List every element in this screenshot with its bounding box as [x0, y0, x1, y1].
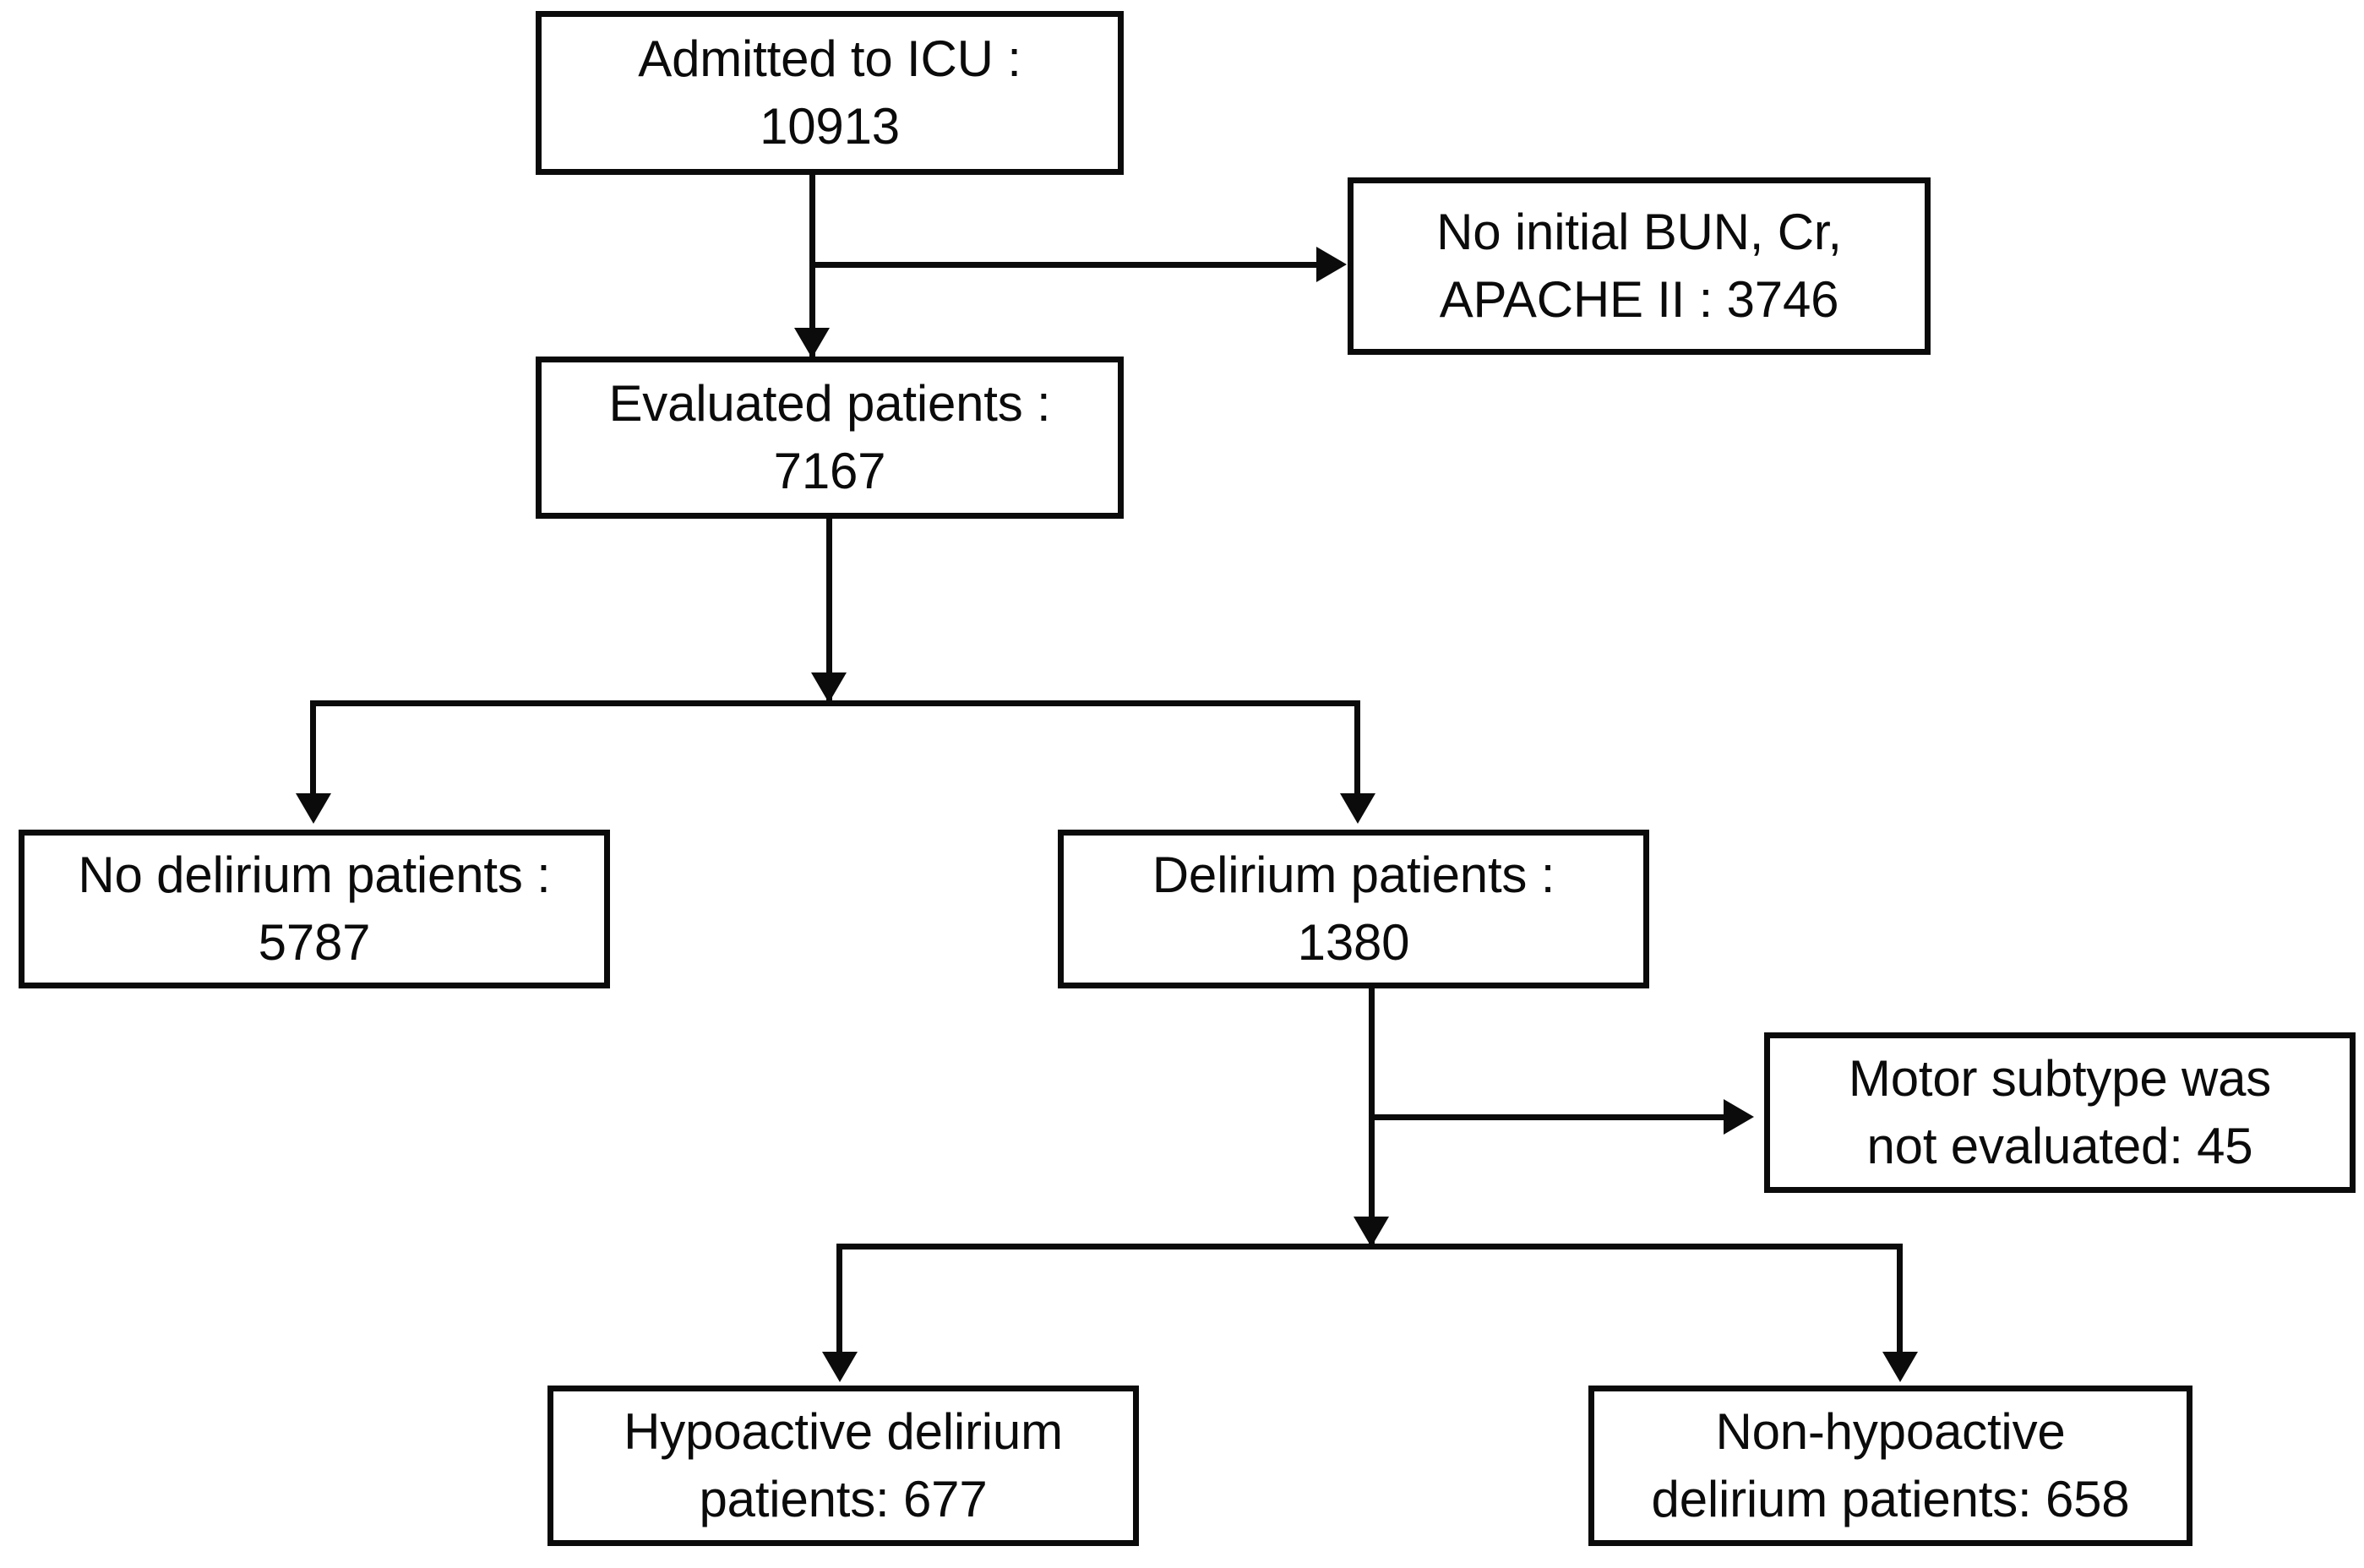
node-motor-subtype-not-evaluated: Motor subtype was not evaluated: 45: [1764, 1032, 2356, 1193]
node-non-hypoactive-delirium-patients: Non-hypoactive delirium patients: 658: [1588, 1386, 2192, 1546]
split-bar-evaluated-patients: [310, 700, 1360, 706]
edge-admitted-to-no-initial-labs-line: [809, 262, 1316, 268]
edge-delirium-to-motor-subtype-arrowhead: [1724, 1099, 1754, 1135]
edge-split-to-hypoactive-arrowhead: [822, 1352, 858, 1382]
node-no-initial-labs-line1: No initial BUN, Cr,: [1436, 203, 1842, 260]
node-hypoactive-delirium-patients-line2: patients: 677: [699, 1471, 988, 1527]
node-admitted-to-icu-line1: Admitted to ICU :: [638, 30, 1021, 87]
node-evaluated-patients-line2: 7167: [773, 443, 886, 499]
node-non-hypoactive-delirium-patients-line2: delirium patients: 658: [1651, 1471, 2130, 1527]
node-admitted-to-icu: Admitted to ICU : 10913: [536, 11, 1124, 175]
edge-split-to-non-hypoactive-line: [1897, 1244, 1903, 1352]
node-evaluated-patients: Evaluated patients : 7167: [536, 357, 1124, 519]
node-hypoactive-delirium-patients-line1: Hypoactive delirium: [624, 1402, 1063, 1460]
edge-evaluated-to-split-line: [826, 519, 832, 703]
node-no-initial-labs-line2: APACHE II : 3746: [1439, 271, 1839, 328]
node-no-initial-labs: No initial BUN, Cr, APACHE II : 3746: [1348, 177, 1931, 355]
node-no-delirium-patients: No delirium patients : 5787: [19, 830, 610, 988]
edge-split-to-hypoactive-line: [836, 1244, 842, 1352]
node-hypoactive-delirium-patients: Hypoactive delirium patients: 677: [547, 1386, 1139, 1546]
edge-admitted-to-evaluated-arrowhead: [794, 328, 830, 358]
edge-split-to-no-delirium-line: [310, 700, 316, 793]
node-admitted-to-icu-line2: 10913: [760, 98, 900, 155]
edge-split-to-no-delirium-arrowhead: [296, 793, 331, 824]
node-delirium-patients-line1: Delirium patients :: [1152, 846, 1555, 903]
edge-split-to-delirium-line: [1354, 700, 1360, 793]
node-no-delirium-patients-line2: 5787: [258, 914, 371, 971]
node-delirium-patients: Delirium patients : 1380: [1058, 830, 1649, 988]
edge-split-to-non-hypoactive-arrowhead: [1882, 1352, 1918, 1382]
edge-delirium-to-split-arrowhead: [1354, 1217, 1389, 1247]
edge-split-to-delirium-arrowhead: [1340, 793, 1375, 824]
edge-delirium-to-motor-subtype-line: [1369, 1114, 1724, 1120]
node-no-delirium-patients-line1: No delirium patients :: [78, 846, 551, 903]
node-evaluated-patients-line1: Evaluated patients :: [608, 374, 1051, 432]
node-non-hypoactive-delirium-patients-line1: Non-hypoactive: [1715, 1402, 2066, 1460]
edge-admitted-to-no-initial-labs-arrowhead: [1316, 247, 1347, 282]
node-delirium-patients-line2: 1380: [1297, 914, 1410, 971]
node-motor-subtype-not-evaluated-line1: Motor subtype was: [1848, 1049, 2272, 1107]
split-bar-delirium-patients: [836, 1244, 1903, 1250]
edge-evaluated-to-split-arrowhead: [811, 672, 847, 703]
node-motor-subtype-not-evaluated-line2: not evaluated: 45: [1866, 1118, 2253, 1174]
